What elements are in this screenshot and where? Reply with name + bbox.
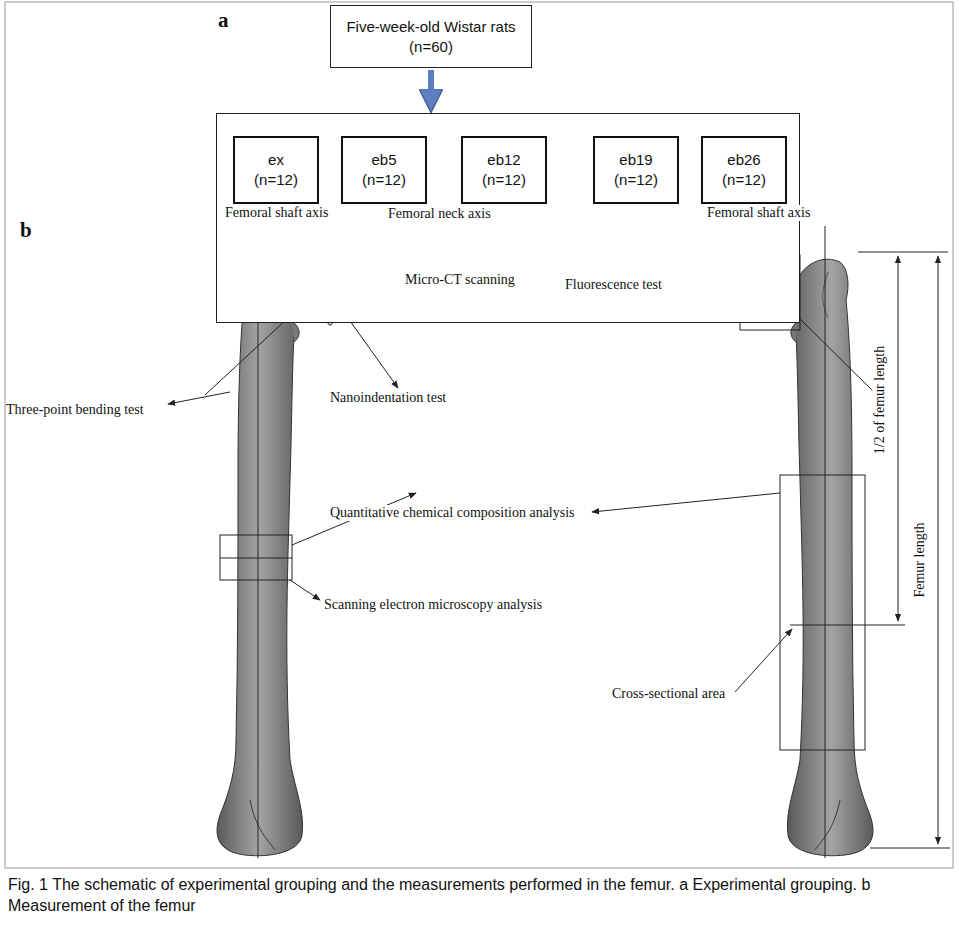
box-label: Five-week-old Wistar rats (n=60) <box>336 17 526 57</box>
group-box: ex (n=12) <box>233 136 319 204</box>
panel-letter: b <box>20 218 32 242</box>
dimension-label: Femur length <box>912 522 928 597</box>
left-femur <box>217 259 339 856</box>
method-label: Quantitative chemical composition analys… <box>330 505 575 521</box>
axis-label: Femoral shaft axis <box>707 205 810 221</box>
method-label: Micro-CT scanning <box>405 272 515 288</box>
method-label: Nanoindentation test <box>330 390 446 406</box>
right-femur <box>751 259 873 856</box>
box-label: eb12 (n=12) <box>475 150 533 190</box>
group-box: eb5 (n=12) <box>341 136 427 204</box>
box-label: eb19 (n=12) <box>607 150 665 190</box>
method-label: Scanning electron microscopy analysis <box>324 597 542 613</box>
method-label: Fluorescence test <box>565 277 662 293</box>
method-label: Cross-sectional area <box>612 686 725 702</box>
axis-label: Femoral shaft axis <box>225 205 328 221</box>
group-box: eb19 (n=12) <box>593 136 679 204</box>
group-box: eb12 (n=12) <box>461 136 547 204</box>
group-box: eb26 (n=12) <box>701 136 787 204</box>
method-label: Three-point bending test <box>6 402 144 418</box>
box-label: eb26 (n=12) <box>715 150 773 190</box>
figure-caption: Fig. 1 The schematic of experimental gro… <box>8 874 948 916</box>
flow-arrow <box>428 70 434 103</box>
axis-label: Femoral neck axis <box>388 206 491 222</box>
box-label: eb5 (n=12) <box>355 150 413 190</box>
box-label: ex (n=12) <box>247 150 305 190</box>
panel-letter: a <box>218 8 229 32</box>
population-box: Five-week-old Wistar rats (n=60) <box>330 5 532 68</box>
figure-frame <box>5 2 953 868</box>
left-annotations <box>168 229 416 858</box>
dimension-label: 1/2 of femur length <box>872 346 888 454</box>
